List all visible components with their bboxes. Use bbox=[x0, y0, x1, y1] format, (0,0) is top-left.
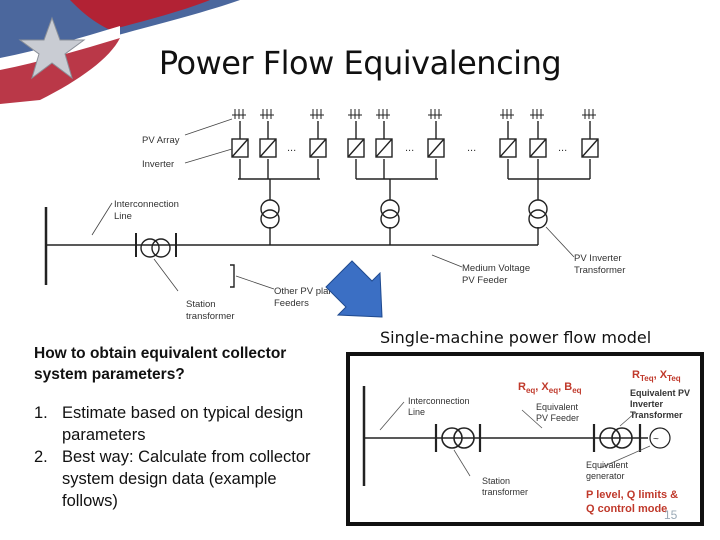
model-label-eq-feeder-1: Equivalent bbox=[536, 402, 579, 412]
ellipsis-3: ... bbox=[467, 142, 476, 154]
label-interconnection-line-2: Line bbox=[114, 211, 132, 222]
model-label-eq-inv-tx-3: Transformer bbox=[630, 410, 683, 420]
single-machine-model-panel: ~ Interconnection Line Equivalent PV Fee… bbox=[346, 352, 704, 526]
model-label-station-2: transformer bbox=[482, 487, 528, 497]
model-label-rteq-xteq: RTeq, XTeq bbox=[632, 369, 681, 383]
model-label-eq-inv-tx-2: Inverter bbox=[630, 399, 664, 409]
model-label-interconnection-1: Interconnection bbox=[408, 396, 470, 406]
list-item: 2. Best way: Calculate from collector sy… bbox=[34, 446, 334, 512]
label-pv-inverter-tx-2: Transformer bbox=[574, 265, 625, 276]
label-other-pv-1: Other PV plant bbox=[274, 286, 337, 297]
model-label-station-1: Station bbox=[482, 476, 510, 486]
step-text: Best way: Calculate from collector syste… bbox=[62, 448, 311, 510]
generator-icon: ~ bbox=[653, 434, 659, 445]
model-label-eq-inv-tx-1: Equivalent PV bbox=[630, 388, 690, 398]
model-title: Single-machine power flow model bbox=[380, 328, 652, 347]
label-medium-voltage-2: PV Feeder bbox=[462, 275, 507, 286]
label-station-tx-2: transformer bbox=[186, 311, 235, 322]
single-machine-diagram: ~ Interconnection Line Equivalent PV Fee… bbox=[362, 369, 690, 515]
page-number: 15 bbox=[664, 508, 678, 522]
model-label-eq-gen-1: Equivalent bbox=[586, 460, 629, 470]
model-label-req-xeq-beq: Req, Xeq, Beq bbox=[518, 381, 582, 395]
label-medium-voltage-1: Medium Voltage bbox=[462, 263, 530, 274]
question-text: How to obtain equivalent collector syste… bbox=[34, 345, 287, 383]
ellipsis-1: ... bbox=[287, 142, 296, 154]
label-pv-array: PV Array bbox=[142, 135, 180, 146]
model-label-control-2: Q control mode bbox=[586, 503, 667, 515]
step-number: 1. bbox=[34, 404, 48, 422]
step-text: Estimate based on typical design paramet… bbox=[62, 404, 304, 444]
flag-banner-decoration bbox=[0, 0, 240, 104]
label-interconnection-line-1: Interconnection bbox=[114, 199, 179, 210]
step-number: 2. bbox=[34, 448, 48, 466]
ellipsis-2: ... bbox=[405, 142, 414, 154]
label-station-tx-1: Station bbox=[186, 299, 216, 310]
model-label-eq-gen-2: generator bbox=[586, 471, 625, 481]
down-right-arrow-icon bbox=[325, 260, 383, 318]
label-inverter: Inverter bbox=[142, 159, 174, 170]
model-label-eq-feeder-2: PV Feeder bbox=[536, 413, 579, 423]
steps-list: 1. Estimate based on typical design para… bbox=[34, 402, 334, 512]
model-label-control-1: P level, Q limits & bbox=[586, 489, 678, 501]
label-pv-inverter-tx-1: PV Inverter bbox=[574, 253, 622, 264]
star-icon bbox=[18, 16, 86, 80]
collector-system-diagram: PV Array Inverter Interconnection Line M… bbox=[44, 109, 625, 322]
list-item: 1. Estimate based on typical design para… bbox=[34, 402, 334, 446]
model-label-interconnection-2: Line bbox=[408, 407, 425, 417]
slide-title: Power Flow Equivalencing bbox=[158, 44, 562, 82]
label-other-pv-2: Feeders bbox=[274, 298, 309, 309]
ellipsis-4: ... bbox=[558, 142, 567, 154]
